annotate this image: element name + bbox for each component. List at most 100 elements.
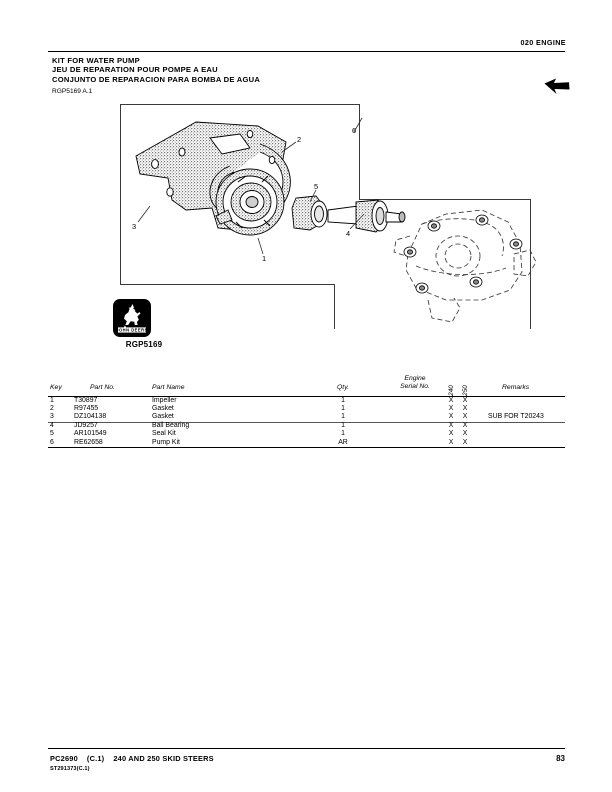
cell-engine-serial-no: [386, 405, 444, 413]
frame-edge-top-left: [120, 104, 360, 106]
cell-part-name: Seal Kit: [152, 430, 176, 438]
cell-part-name: Gasket: [152, 405, 174, 413]
cell-model-240: X: [448, 405, 454, 413]
cell-key: 5: [50, 430, 54, 438]
cell-part-name: Pump Kit: [152, 438, 180, 446]
frame-edge-lower-mid-vertical: [334, 284, 336, 329]
cell-key: 4: [50, 422, 54, 430]
header-model-240: 240: [444, 372, 458, 396]
left-arrow-cursor-icon: [544, 78, 570, 94]
cell-model-250: X: [462, 413, 468, 421]
frame-edge-step-horizontal: [359, 199, 531, 201]
figure-reference: RGP5169 A.1: [52, 88, 93, 95]
cell-part-name: Ball Bearing: [152, 422, 190, 430]
header-part-name: Part Name: [152, 384, 185, 391]
header-qty: Qty.: [337, 384, 349, 391]
cell-qty: 1: [341, 430, 345, 438]
cell-engine-serial-no: [386, 439, 444, 447]
cell-key: 3: [50, 413, 54, 421]
cell-engine-serial-no: [386, 430, 444, 438]
cell-model-240: X: [448, 430, 454, 438]
header-serial-line1: Engine: [404, 375, 426, 382]
table-rule-line: [48, 396, 565, 397]
table-rule: [48, 446, 565, 448]
page-number: 83: [556, 754, 565, 763]
cell-remarks: [472, 405, 565, 413]
cell-key: 6: [50, 438, 54, 446]
header-serial-line2: Serial No.: [400, 383, 430, 390]
header-key: Key: [50, 384, 62, 391]
cell-part-no: RE62658: [74, 438, 103, 446]
cell-qty: AR: [338, 438, 348, 446]
cell-model-250: X: [462, 396, 468, 404]
cell-key: 1: [50, 396, 54, 404]
header-part-no: Part No.: [90, 384, 115, 391]
cell-part-name: Gasket: [152, 413, 174, 421]
footer-catalog-no: PC2690: [50, 754, 78, 763]
footer-drawing-no: ST291373(C.1): [50, 766, 90, 772]
cell-engine-serial-no: [386, 397, 444, 405]
table-rule-line: [48, 447, 565, 449]
title-french: JEU DE REPARATION POUR POMPE A EAU: [52, 65, 218, 75]
header-engine-serial-no: Engine Serial No.: [386, 372, 444, 396]
table-rule: [48, 396, 565, 397]
header-model-250-label: 250: [461, 385, 469, 396]
cell-remarks: SUB FOR T20243: [488, 413, 544, 421]
cell-qty: 1: [341, 413, 345, 421]
callout-5: 5: [314, 182, 319, 191]
footer-revision: (C.1): [86, 754, 105, 763]
page-title: KIT FOR WATER PUMP JEU DE REPARATION POU…: [52, 56, 260, 84]
parts-table: Key Part No. Part Name Qty. Engine Seria…: [48, 372, 565, 449]
title-spanish: CONJUNTO DE REPARACION PARA BOMBA DE AGU…: [52, 74, 261, 84]
cell-model-250: X: [462, 405, 468, 413]
callout-2: 2: [297, 135, 302, 144]
cell-model-240: X: [448, 413, 454, 421]
cell-engine-serial-no: [386, 422, 444, 430]
cell-remarks: [472, 430, 565, 438]
john-deere-deer-logo: JOHN DEERE: [113, 299, 151, 337]
cell-key: 2: [50, 405, 54, 413]
cell-part-no: DZ104138: [74, 413, 107, 421]
frame-edge-left: [120, 104, 122, 285]
cell-model-240: X: [448, 396, 454, 404]
cell-qty: 1: [341, 422, 345, 430]
cell-qty: 1: [341, 396, 345, 404]
water-pump-assembly-drawing: [135, 117, 537, 323]
cell-model-240: X: [448, 438, 454, 446]
footer-machine: 240 AND 250 SKID STEERS: [113, 754, 214, 763]
cell-part-name: Impeller: [152, 396, 177, 404]
title-english: KIT FOR WATER PUMP: [52, 56, 140, 65]
illustration-caption: RGP5169: [125, 340, 163, 349]
callout-3: 3: [132, 222, 137, 231]
header-model-250: 250: [458, 372, 472, 396]
section-header: 020 ENGINE: [520, 38, 566, 47]
footer-divider: [48, 748, 565, 750]
cell-model-250: X: [462, 438, 468, 446]
exploded-view-illustration: 1 2 3 4 5 6: [110, 104, 540, 329]
callout-1: 1: [262, 254, 267, 263]
table-rule-line: [48, 446, 565, 448]
cell-model-250: X: [462, 430, 468, 438]
cell-model-250: X: [462, 422, 468, 430]
table-rule: [48, 447, 565, 449]
cell-remarks: [472, 422, 565, 430]
cell-part-no: JD9257: [74, 422, 98, 430]
frame-edge-upper-mid-vertical: [359, 104, 361, 200]
frame-edge-right: [530, 199, 532, 329]
callout-4: 4: [346, 229, 351, 238]
svg-text:JOHN DEERE: JOHN DEERE: [116, 328, 148, 333]
cell-part-no: R97455: [74, 405, 99, 413]
cell-remarks: [472, 439, 565, 447]
cell-part-no: AR101549: [74, 430, 107, 438]
header-divider: [48, 51, 565, 53]
frame-edge-bottom-left: [120, 284, 335, 286]
footer-info: PC2690 (C.1) 240 AND 250 SKID STEERS: [50, 754, 214, 763]
